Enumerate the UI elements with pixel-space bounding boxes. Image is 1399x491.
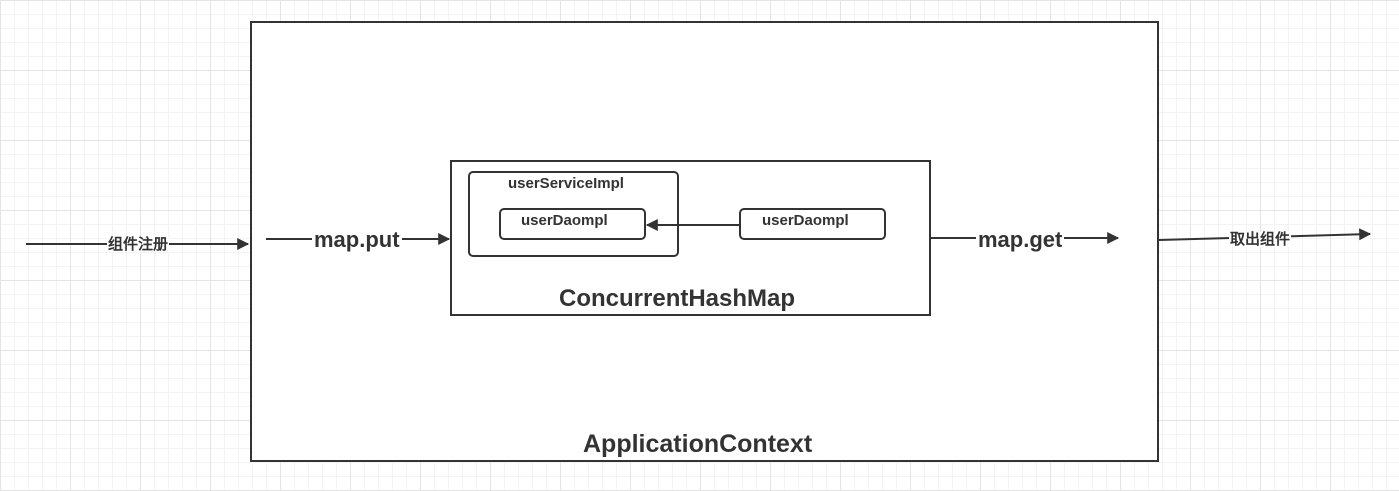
user-service-impl-title: userServiceImpl: [508, 175, 624, 192]
fetch-label: 取出组件: [1229, 231, 1292, 248]
outer-user-dao-title: userDaompl: [762, 212, 849, 229]
put-label: map.put: [312, 227, 402, 252]
outer-user-dao-box: [739, 208, 886, 240]
concurrent-hashmap-title: ConcurrentHashMap: [559, 285, 796, 312]
inner-user-dao-title: userDaompl: [521, 212, 608, 229]
register-label: 组件注册: [107, 236, 170, 253]
application-context-title: ApplicationContext: [583, 430, 813, 458]
get-label: map.get: [976, 227, 1065, 252]
inner-user-dao-box: [499, 208, 646, 240]
